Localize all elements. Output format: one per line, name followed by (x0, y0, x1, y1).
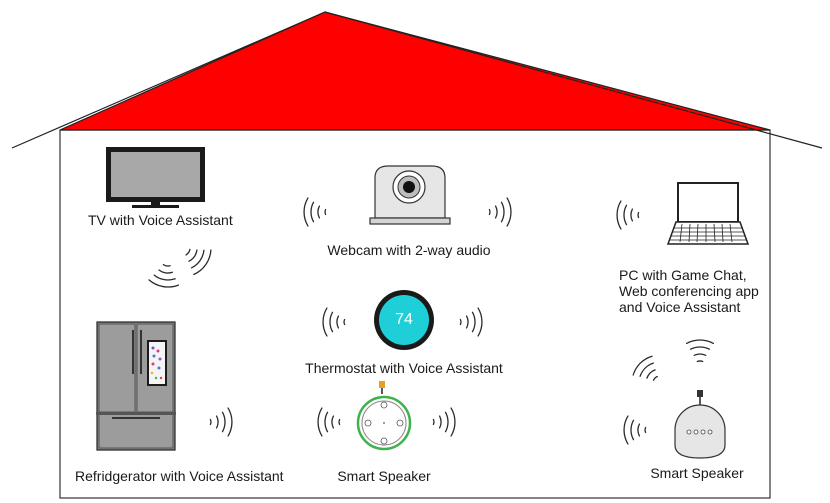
laptop-icon (666, 182, 750, 245)
sound-wave-icon (685, 339, 715, 345)
sound-wave-icon (465, 315, 469, 329)
sound-wave-icon (322, 307, 328, 337)
fridge-label: Refridgerator with Voice Assistant (75, 468, 284, 484)
sound-wave-icon (148, 279, 180, 288)
sound-wave-icon (227, 407, 233, 437)
sound-wave-icon (689, 346, 711, 350)
speaker-right-label: Smart Speaker (650, 465, 744, 481)
sound-wave-icon (477, 307, 483, 337)
thermostat-temperature: 74 (395, 311, 413, 328)
roof-eave-left (11, 11, 326, 149)
webcam-label: Webcam with 2-way audio (327, 242, 491, 258)
sound-wave-icon (471, 311, 476, 333)
sound-wave-icon (343, 318, 346, 326)
sound-wave-icon (162, 263, 171, 267)
sound-wave-icon (646, 369, 656, 379)
sound-wave-icon (459, 318, 462, 326)
sound-wave-icon (438, 415, 442, 429)
sound-wave-icon (310, 201, 315, 223)
pc-label-line2: Web conferencing app (619, 283, 759, 299)
sound-wave-icon (331, 415, 335, 429)
sound-wave-icon (329, 311, 334, 333)
tv-label: TV with Voice Assistant (88, 212, 233, 228)
sound-wave-icon (193, 249, 212, 276)
sound-wave-icon (696, 360, 704, 363)
sound-wave-icon (637, 211, 640, 219)
sound-wave-icon (623, 415, 629, 445)
sound-wave-icon (190, 249, 205, 269)
sound-wave-icon (637, 423, 641, 437)
sound-wave-icon (432, 418, 435, 426)
thermostat-icon (374, 290, 434, 350)
webcam-icon (369, 165, 451, 225)
sound-wave-icon (444, 411, 449, 433)
tv-icon (106, 147, 205, 208)
sound-wave-icon (317, 205, 321, 219)
sound-wave-icon (623, 204, 628, 226)
refrigerator-icon (96, 321, 176, 451)
sound-wave-icon (616, 200, 622, 230)
roof-eave-right (324, 11, 823, 149)
sound-wave-icon (652, 375, 658, 381)
sound-wave-icon (630, 419, 635, 441)
sound-waves (148, 197, 715, 445)
sound-wave-icon (209, 418, 212, 426)
sound-wave-icon (500, 201, 505, 223)
thermostat-label: Thermostat with Voice Assistant (305, 360, 503, 376)
sound-wave-icon (158, 269, 174, 274)
sound-wave-icon (324, 411, 329, 433)
sound-wave-icon (506, 197, 512, 227)
sound-wave-icon (317, 407, 323, 437)
pc-label-line3: and Voice Assistant (619, 299, 741, 315)
sound-wave-icon (324, 208, 327, 216)
pc-label-line1: PC with Game Chat, (619, 267, 747, 283)
sound-wave-icon (693, 353, 707, 356)
roof (59, 11, 771, 131)
sound-wave-icon (488, 208, 491, 216)
sound-wave-icon (630, 208, 634, 222)
sound-wave-icon (303, 197, 309, 227)
sound-wave-icon (336, 315, 340, 329)
sound-wave-icon (153, 274, 176, 281)
sound-wave-icon (632, 355, 653, 376)
sound-wave-icon (215, 415, 219, 429)
sound-wave-icon (450, 407, 456, 437)
smart-speaker-round-icon (674, 390, 726, 459)
sound-wave-icon (644, 426, 647, 434)
sound-wave-icon (639, 362, 654, 377)
sound-wave-icon (494, 205, 498, 219)
sound-wave-icon (185, 248, 191, 256)
smart-speaker-icon (356, 381, 412, 451)
speaker-center-label: Smart Speaker (337, 468, 431, 484)
sound-wave-icon (221, 411, 226, 433)
sound-wave-icon (188, 249, 198, 262)
sound-wave-icon (338, 418, 341, 426)
